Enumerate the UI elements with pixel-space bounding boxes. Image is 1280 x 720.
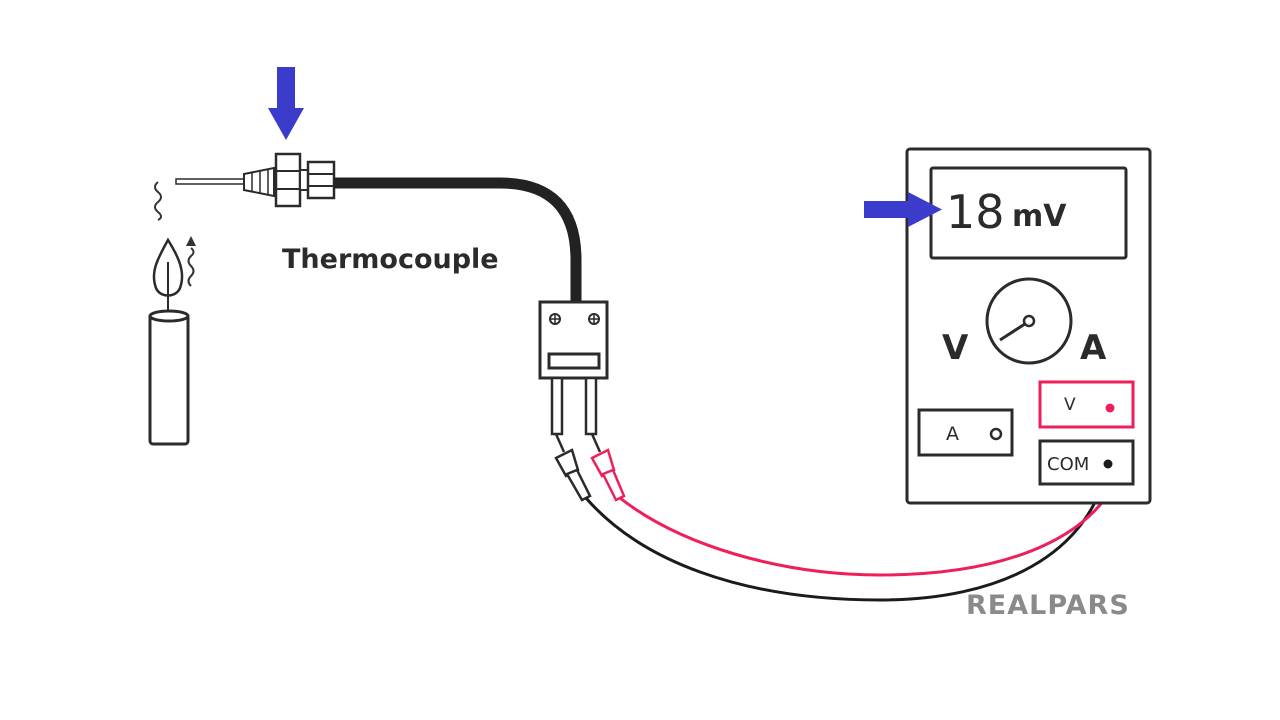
jack-v-label: V <box>1064 395 1076 415</box>
meter-unit: mV <box>1012 199 1067 234</box>
positive-clip <box>590 433 626 502</box>
thermocouple-connector <box>538 300 609 436</box>
jack-com[interactable] <box>1038 439 1135 486</box>
jack-com-label: COM <box>1047 454 1089 475</box>
thermocouple-probe <box>175 152 336 208</box>
heat-wave-icon <box>186 236 196 287</box>
negative-clip <box>554 433 592 502</box>
down-arrow-icon <box>268 67 304 140</box>
jack-a-label: A <box>946 423 959 445</box>
thermocouple-cable <box>334 177 582 302</box>
candle-icon <box>148 309 190 446</box>
right-arrow-icon <box>864 192 942 227</box>
jack-v[interactable] <box>1038 380 1135 429</box>
jack-com-socket <box>1103 459 1113 469</box>
jack-v-socket <box>1105 403 1115 413</box>
dial-icon <box>985 277 1073 365</box>
thermocouple-label: Thermocouple <box>282 244 499 275</box>
flame-icon <box>152 237 184 312</box>
dial-right-label: A <box>1080 328 1107 368</box>
meter-reading: 18 <box>946 185 1005 239</box>
heat-wave-icon <box>154 181 162 221</box>
jack-a-socket <box>989 427 1003 441</box>
negative-lead <box>584 463 1110 602</box>
realpars-logo: REALPARS <box>966 590 1130 621</box>
dial-left-label: V <box>942 328 969 368</box>
